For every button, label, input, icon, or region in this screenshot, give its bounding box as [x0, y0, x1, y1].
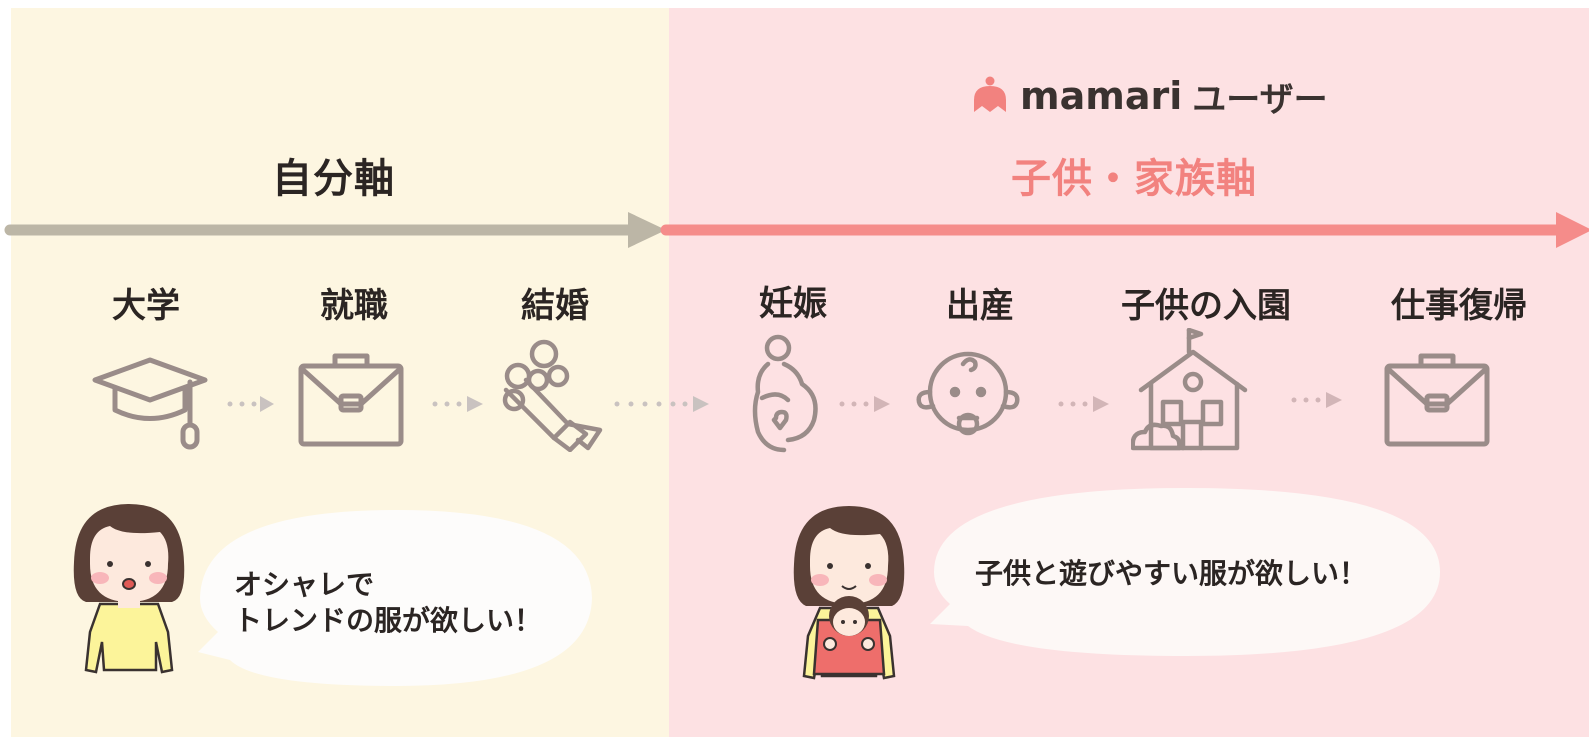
brand-logo-text: mamari	[1020, 74, 1183, 118]
pregnant-woman-icon	[752, 334, 818, 453]
self-axis-title: 自分軸	[272, 156, 395, 202]
girl-character-icon	[73, 504, 185, 674]
baby-face-icon	[916, 351, 1020, 436]
connector-arrow	[432, 396, 483, 412]
right-speech-bubble	[930, 488, 1440, 656]
self-axis-arrow	[4, 212, 666, 248]
briefcase-icon	[298, 353, 404, 447]
timeline-arrows	[4, 212, 1589, 248]
right-bubble-text: 子供と遊びやすい服が欲しい！	[975, 557, 1368, 590]
mother-with-baby-icon	[793, 506, 905, 680]
connector-arrow	[614, 396, 709, 412]
kindergarten-building-icon	[1131, 328, 1248, 451]
left-bubble-text: オシャレで トレンドの服が欲しい！	[234, 568, 543, 637]
left-speech-bubble	[198, 510, 592, 686]
stage-label-pregnancy: 妊娠	[759, 284, 827, 324]
connector-arrow	[227, 396, 274, 412]
brand-suffix: ユーザー	[1192, 79, 1328, 120]
stage-label-university: 大学	[112, 286, 180, 326]
graduation-cap-icon	[92, 357, 208, 450]
connector-arrow	[839, 396, 890, 412]
family-axis-title: 子供・家族軸	[1011, 156, 1257, 202]
briefcase-icon	[1384, 353, 1490, 447]
family-axis-arrow	[660, 212, 1589, 248]
mamari-logo-icon	[970, 74, 1010, 118]
stage-label-employment: 就職	[320, 286, 388, 326]
connector-arrow	[1291, 392, 1342, 408]
stage-label-return-to-work: 仕事復帰	[1391, 286, 1527, 326]
bouquet-icon	[502, 339, 603, 452]
stage-label-kindergarten: 子供の入園	[1121, 286, 1291, 326]
connector-arrow	[1058, 396, 1109, 412]
stage-label-birth: 出産	[946, 286, 1014, 326]
mamari-brand: mamari ユーザー	[970, 74, 1328, 120]
stage-label-marriage: 結婚	[521, 286, 589, 326]
